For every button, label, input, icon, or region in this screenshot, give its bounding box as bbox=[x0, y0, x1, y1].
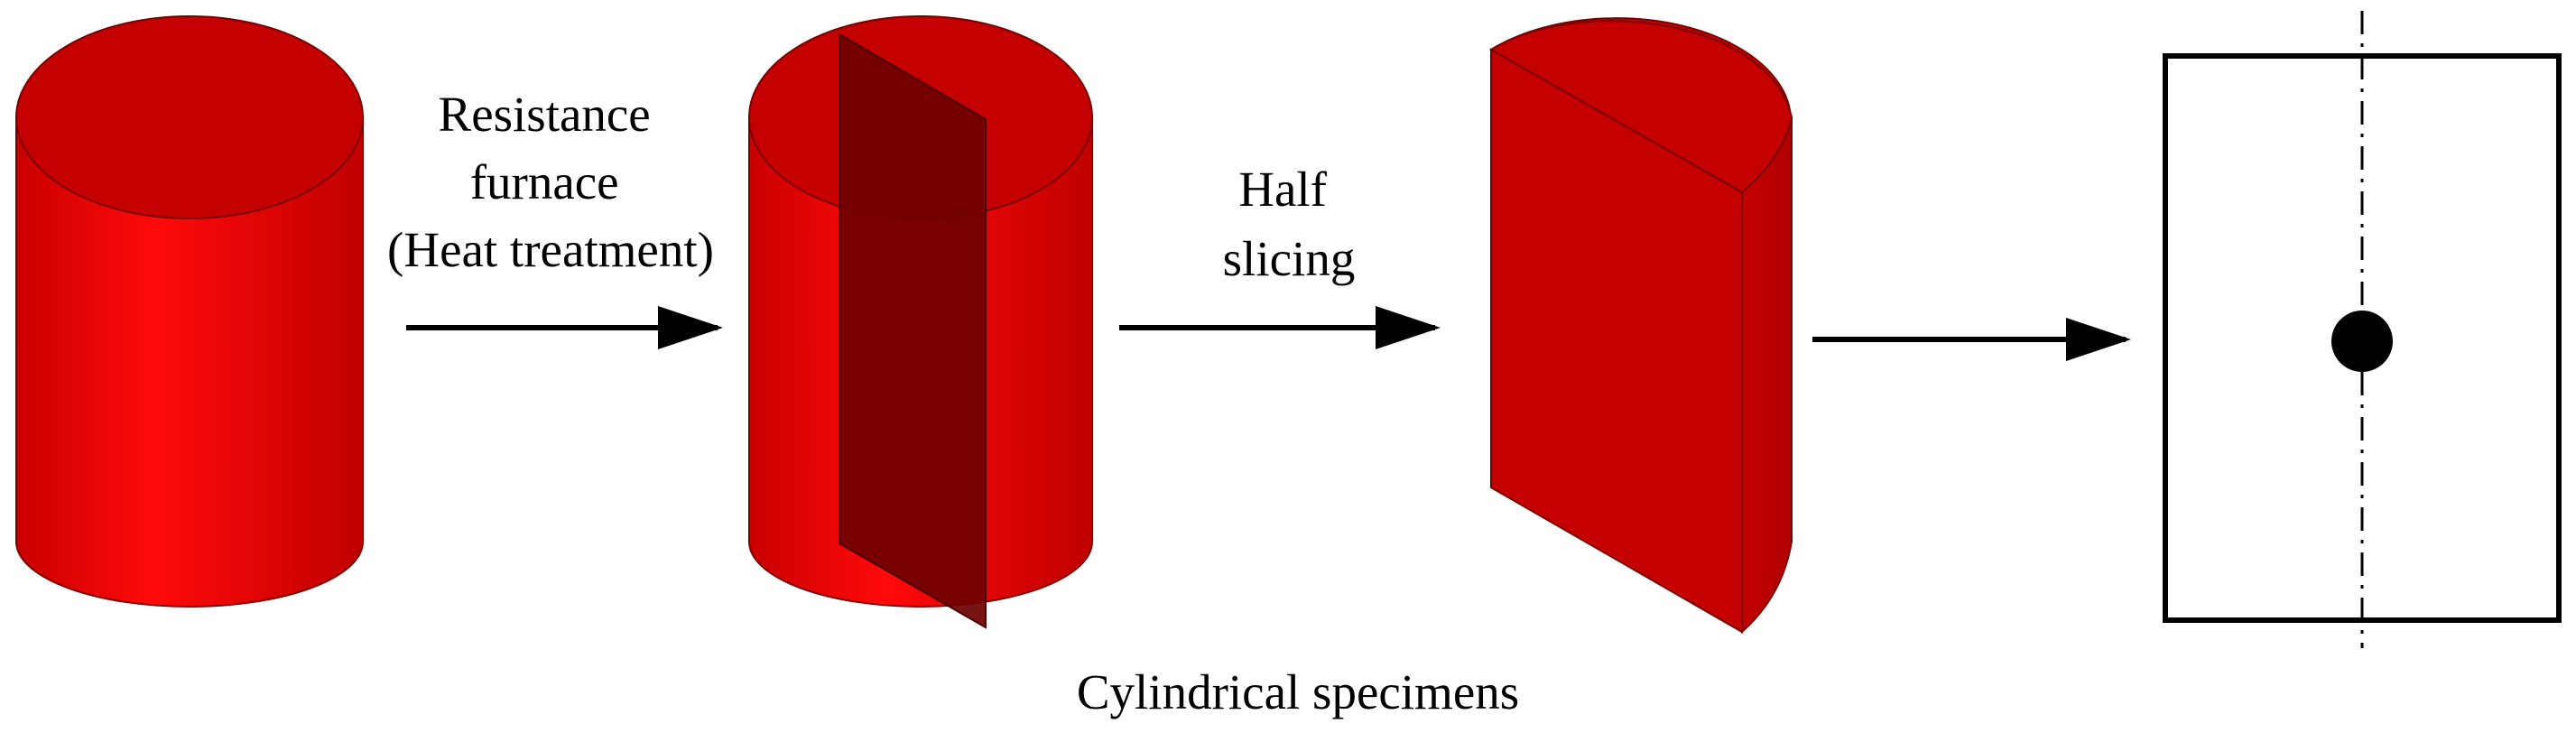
cylinder-with-cut-plane bbox=[748, 15, 1093, 629]
half-cylinder-top bbox=[1489, 20, 1793, 194]
step1-label: Resistance furnace (Heat treatment) bbox=[387, 87, 714, 277]
measurement-point bbox=[2331, 311, 2393, 372]
step2-label: Half slicing bbox=[1223, 162, 1356, 286]
cylinder-specimen bbox=[15, 15, 364, 608]
step1-line1: Resistance bbox=[439, 87, 651, 142]
half-cylinder bbox=[1489, 17, 1793, 635]
caption: Cylindrical specimens bbox=[1077, 664, 1519, 719]
half-cylinder-curved-side bbox=[1741, 116, 1793, 635]
step1-line3: (Heat treatment) bbox=[387, 222, 714, 277]
step1-line2: furnace bbox=[470, 154, 619, 209]
step2-line1: Half bbox=[1238, 162, 1327, 217]
step2-line2: slicing bbox=[1223, 231, 1356, 286]
cross-section-view bbox=[2163, 11, 2562, 648]
cut-plane bbox=[839, 32, 987, 629]
